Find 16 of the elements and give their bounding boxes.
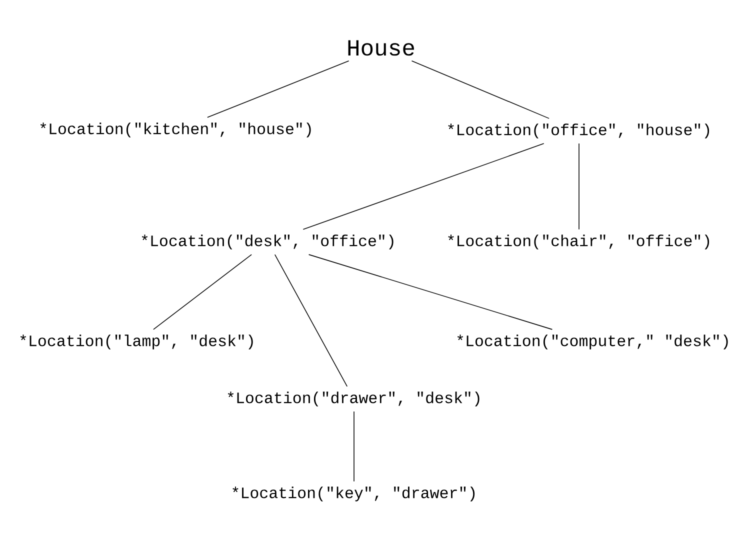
node-label: House bbox=[348, 40, 414, 56]
node-label: *Location("key", "drawer") bbox=[232, 486, 475, 502]
node-label: *Location("computer," "desk") bbox=[457, 334, 728, 350]
node-label: *Location("office", "house") bbox=[448, 124, 710, 138]
node-label: *Location("drawer", "desk") bbox=[228, 392, 480, 406]
connector-line bbox=[578, 143, 580, 230]
node-label: *Location("desk", "office") bbox=[142, 234, 394, 250]
connector-line bbox=[153, 254, 252, 330]
node-label: *Location("kitchen", "house") bbox=[40, 122, 311, 138]
node-label: *Location("lamp", "desk") bbox=[20, 334, 253, 350]
node-label: *Location("chair", "office") bbox=[448, 234, 710, 250]
connector-line bbox=[302, 143, 544, 230]
connector-line bbox=[207, 60, 350, 118]
connector-line bbox=[411, 60, 550, 119]
connector-line bbox=[274, 254, 348, 387]
connector-line bbox=[308, 254, 553, 330]
